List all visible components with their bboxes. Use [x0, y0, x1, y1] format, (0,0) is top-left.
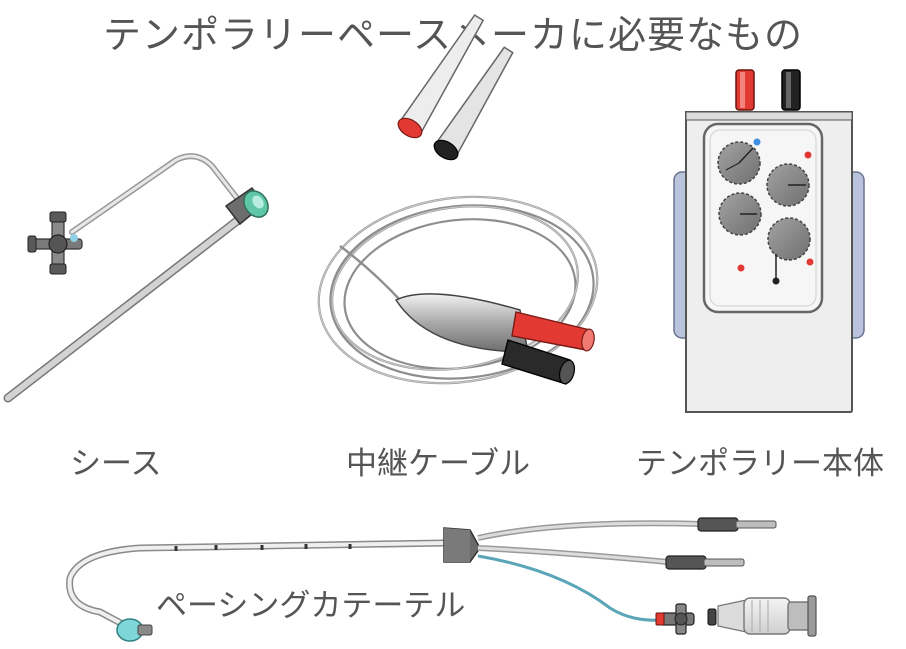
catheter-syringe: [717, 595, 817, 637]
unit-led-red-2: [737, 264, 745, 272]
catheter-stopcock: [655, 603, 717, 635]
catheter-connector-1: [697, 517, 777, 532]
unit-dial-2: [766, 163, 810, 207]
catheter-balloon-line: [477, 554, 663, 622]
relay-pin-black: [433, 46, 514, 161]
label-pacing-catheter: ペーシングカテーテル: [156, 588, 466, 624]
relay-clamp-red-sleeve: [511, 311, 595, 352]
label-relay-cable: 中継ケーブル: [346, 446, 531, 482]
relay-pin-red: [397, 14, 485, 139]
catheter-connector-2: [665, 555, 745, 570]
label-temporary-unit: テンポラリー本体: [636, 446, 884, 482]
label-sheath: シース: [70, 446, 162, 482]
relay-cable-illustration: [317, 14, 599, 385]
relay-clamp-black-sleeve: [501, 339, 576, 385]
unit-dial-4: [767, 217, 811, 285]
unit-dial-3: [718, 192, 762, 236]
unit-led-red-3: [806, 258, 814, 266]
sheath-illustration: [3, 153, 269, 403]
cable-coil-4: [343, 218, 577, 370]
temporary-unit-illustration: [673, 69, 865, 413]
pacing-catheter-illustration: [66, 517, 817, 642]
unit-led-blue: [753, 138, 761, 146]
sheath-stopcock: [27, 211, 83, 275]
unit-led-red-1: [804, 151, 812, 159]
unit-dial-1: [717, 141, 761, 185]
